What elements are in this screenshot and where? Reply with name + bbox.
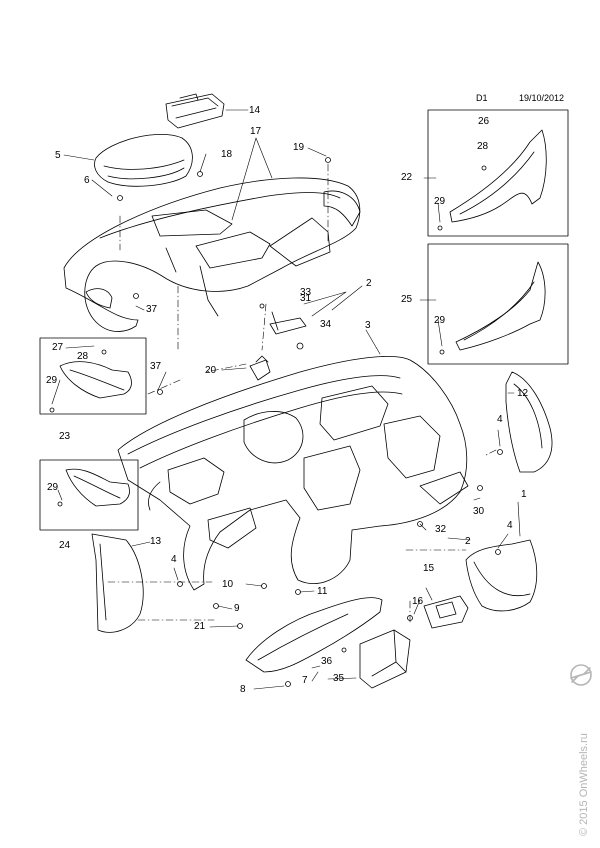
callout-label: 6	[84, 175, 90, 186]
callout-label: 25	[401, 294, 413, 305]
part-5-cluster-hood	[94, 134, 193, 187]
part-1-right-trim	[465, 539, 538, 612]
callout-label: 3	[365, 320, 371, 331]
callout-label: 12	[517, 388, 529, 399]
inset-box-24	[39, 459, 139, 531]
callout-label: 14	[249, 105, 261, 116]
inset-box-23	[39, 337, 147, 415]
callout-label: 29	[46, 375, 58, 386]
part-13-left-trim	[91, 533, 144, 633]
callout-label: 7	[302, 675, 308, 686]
opel-logo	[570, 664, 592, 686]
callout-label: 20	[205, 365, 217, 376]
part-20-bracket	[249, 355, 271, 381]
callout-label: 26	[478, 116, 490, 127]
part-24-trim	[65, 468, 130, 507]
fasteners	[49, 157, 503, 687]
callout-label: 37	[150, 361, 162, 372]
callout-label: 13	[150, 536, 162, 547]
leader-lines	[51, 109, 521, 690]
part-26-pillar-trim	[449, 129, 547, 223]
callout-label: 28	[77, 351, 89, 362]
callout-label: 36	[321, 656, 333, 667]
callout-label: 23	[59, 431, 71, 442]
assembly-lines	[107, 163, 497, 623]
callout-label: 28	[477, 141, 489, 152]
part-35-storage-box	[359, 629, 411, 689]
inset-box-25	[427, 243, 569, 365]
copyright-watermark: © 2015 OnWheels.ru	[578, 733, 590, 836]
callout-label: 5	[55, 150, 61, 161]
callout-label: 29	[434, 315, 446, 326]
callout-label: 29	[47, 482, 59, 493]
callout-label: 21	[194, 621, 206, 632]
callout-label: 2	[465, 536, 471, 547]
callout-label: 32	[435, 524, 447, 535]
inset-box-22	[427, 109, 569, 237]
callout-label: 31	[300, 293, 312, 304]
callout-label: 1	[521, 489, 527, 500]
part-31-bracket	[269, 311, 307, 335]
part-15-switch-panel	[423, 595, 469, 629]
diagram-code: D1	[476, 93, 488, 103]
part-3-instrument-panel	[117, 356, 469, 591]
callout-label: 19	[293, 142, 305, 153]
callout-label: 8	[240, 684, 246, 695]
callout-label: 24	[59, 540, 71, 551]
callout-label: 22	[401, 172, 413, 183]
callout-label: 4	[507, 520, 513, 531]
callout-label: 18	[221, 149, 233, 160]
callout-label: 4	[171, 554, 177, 565]
part-17-dash-top	[63, 177, 361, 332]
callout-label: 11	[317, 586, 328, 597]
callout-label: 33	[300, 287, 312, 298]
part-23-trim	[59, 361, 132, 399]
callout-label: 15	[423, 563, 435, 574]
callout-label: 10	[222, 579, 234, 590]
callout-label: 2	[366, 278, 372, 289]
callout-label: 35	[333, 673, 345, 684]
callout-label: 27	[52, 342, 64, 353]
callout-label: 16	[412, 596, 424, 607]
callout-label: 17	[250, 126, 262, 137]
callout-label: 30	[473, 506, 485, 517]
callout-label: 37	[146, 304, 158, 315]
callout-label: 9	[234, 603, 240, 614]
part-14-duct	[165, 93, 225, 129]
callout-label: 4	[497, 414, 503, 425]
callout-label: 29	[434, 196, 446, 207]
diagram-date: 19/10/2012	[519, 93, 565, 103]
part-25-pillar-trim	[455, 261, 546, 351]
part-12-side-panel	[505, 371, 553, 473]
callout-label: 34	[320, 319, 332, 330]
part-6-lower-panel	[245, 597, 383, 673]
part-34-clip	[296, 342, 304, 350]
